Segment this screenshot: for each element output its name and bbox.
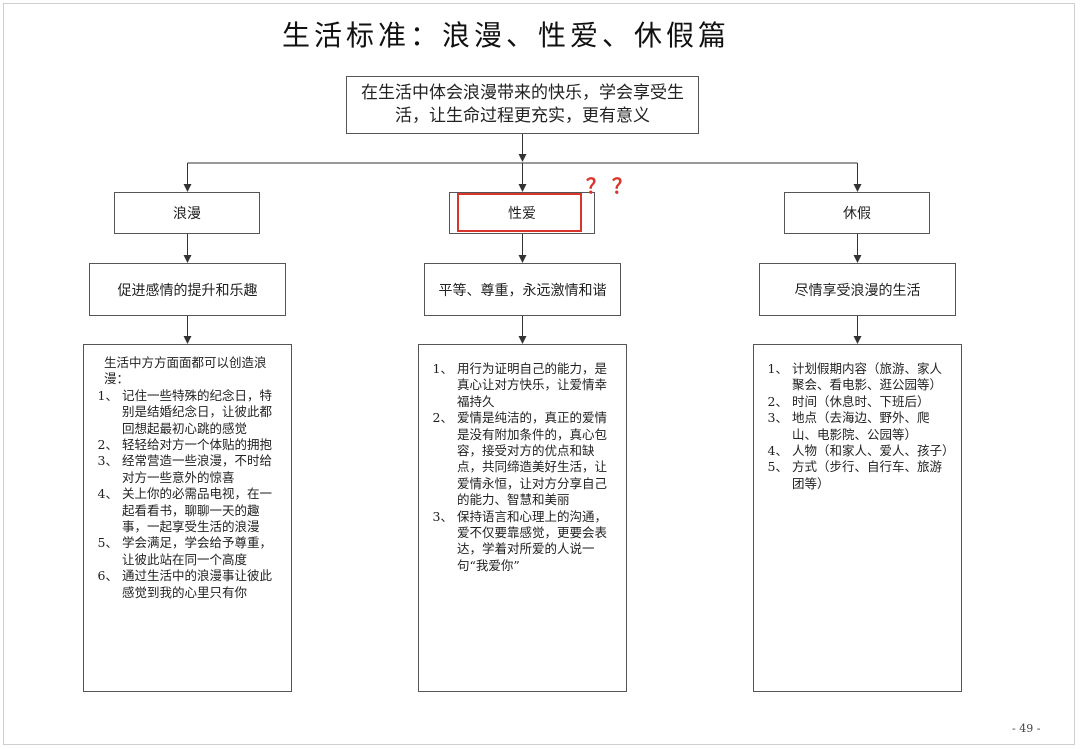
goal-box: 在生活中体会浪漫带来的快乐，学会享受生活，让生命过程更充实，更有意义 [346, 76, 699, 134]
list-item: 5、方式（步行、自行车、旅游团等） [766, 459, 951, 492]
list-item-text: 记住一些特殊的纪念日，特别是结婚纪念日，让彼此都回想起最初心跳的感觉 [122, 387, 273, 436]
branch-vacation-label: 休假 [843, 206, 871, 222]
branch-romance-intro: 生活中方方面面都可以创造浪漫： [104, 355, 267, 387]
branch-romance-detail-box: 生活中方方面面都可以创造浪漫： 1、记住一些特殊的纪念日，特别是结婚纪念日，让彼… [83, 344, 292, 692]
list-item-number: 5、 [97, 535, 118, 551]
list-item: 3、经常营造一些浪漫，不时给对方一些意外的惊喜 [96, 453, 281, 486]
list-item-text: 方式（步行、自行车、旅游团等） [792, 459, 943, 491]
list-item-text: 通过生活中的浪漫事让彼此感觉到我的心里只有你 [122, 568, 273, 600]
branch-vacation-detail-box: 1、计划假期内容（旅游、家人聚会、看电影、逛公园等）2、时间（休息时、下班后）3… [753, 344, 962, 692]
list-item-text: 学会满足，学会给予尊重，让彼此站在同一个高度 [122, 535, 273, 567]
list-item-number: 3、 [432, 508, 453, 524]
list-item: 6、通过生活中的浪漫事让彼此感觉到我的心里只有你 [96, 568, 281, 601]
list-item: 4、人物（和家人、爱人、孩子） [766, 443, 955, 459]
list-item-text: 地点（去海边、野外、爬山、电影院、公园等） [792, 410, 930, 442]
list-item: 3、保持语言和心理上的沟通，爱不仅要靠感觉，更要会表达，学着对所爱的人说一句“我… [431, 509, 616, 575]
list-item: 1、计划假期内容（旅游、家人聚会、看电影、逛公园等） [766, 361, 951, 394]
list-item: 2、时间（休息时、下班后） [766, 394, 951, 410]
branch-vacation-subtitle-box: 尽情享受浪漫的生活 [759, 263, 956, 316]
list-item-number: 1、 [97, 387, 118, 403]
list-item-number: 5、 [767, 459, 788, 475]
branch-vacation-list: 1、计划假期内容（旅游、家人聚会、看电影、逛公园等）2、时间（休息时、下班后）3… [766, 361, 955, 492]
page-number: - 49 - [1012, 722, 1041, 735]
question-marks-annotation: ？？ [586, 174, 638, 198]
list-item: 2、轻轻给对方一个体贴的拥抱 [96, 437, 281, 453]
branch-vacation-subtitle: 尽情享受浪漫的生活 [794, 282, 921, 299]
list-item-number: 3、 [767, 410, 788, 426]
list-item-number: 4、 [767, 443, 788, 459]
list-item-number: 3、 [97, 453, 118, 469]
list-item: 2、爱情是纯洁的，真正的爱情是没有附加条件的，真心包容，接受对方的优点和缺点，共… [431, 410, 616, 508]
page-title: 生活标准：浪漫、性爱、休假篇 [282, 19, 731, 52]
list-item-text: 计划假期内容（旅游、家人聚会、看电影、逛公园等） [792, 361, 943, 393]
branch-vacation-box: 休假 [784, 192, 930, 234]
list-item-number: 2、 [767, 393, 788, 409]
list-item-text: 经常营造一些浪漫，不时给对方一些意外的惊喜 [122, 453, 273, 485]
list-item: 5、学会满足，学会给予尊重，让彼此站在同一个高度 [96, 535, 281, 568]
list-item-number: 6、 [97, 568, 118, 584]
list-item: 4、关上你的必需品电视，在一起看看书，聊聊一天的趣事，一起享受生活的浪漫 [96, 486, 281, 535]
goal-text: 在生活中体会浪漫带来的快乐，学会享受生活，让生命过程更充实，更有意义 [361, 83, 684, 126]
list-item-text: 保持语言和心理上的沟通，爱不仅要靠感觉，更要会表达，学着对所爱的人说一句“我爱你… [457, 508, 608, 573]
list-item-text: 时间（休息时、下班后） [792, 393, 930, 409]
list-item-number: 1、 [432, 361, 453, 376]
branch-sex-box: 性爱 [449, 192, 595, 234]
branch-sex-subtitle: 平等、尊重，永远激情和谐 [438, 282, 607, 299]
list-item-number: 1、 [767, 361, 788, 376]
branch-romance-subtitle-box: 促进感情的提升和乐趣 [89, 263, 286, 316]
highlight-frame [457, 193, 582, 232]
list-item-text: 人物（和家人、爱人、孩子） [792, 443, 955, 459]
branch-sex-label: 性爱 [508, 206, 536, 222]
list-item-text: 关上你的必需品电视，在一起看看书，聊聊一天的趣事，一起享受生活的浪漫 [122, 486, 273, 535]
branch-sex-subtitle-box: 平等、尊重，永远激情和谐 [424, 263, 621, 316]
list-item-text: 用行为证明自己的能力，是真心让对方快乐，让爱情幸福持久 [457, 361, 608, 409]
list-item: 3、地点（去海边、野外、爬山、电影院、公园等） [766, 410, 951, 443]
page-frame [3, 3, 1075, 745]
list-item: 1、用行为证明自己的能力，是真心让对方快乐，让爱情幸福持久 [431, 361, 616, 410]
branch-romance-box: 浪漫 [114, 192, 260, 234]
list-item: 1、记住一些特殊的纪念日，特别是结婚纪念日，让彼此都回想起最初心跳的感觉 [96, 388, 281, 437]
list-item-text: 爱情是纯洁的，真正的爱情是没有附加条件的，真心包容，接受对方的优点和缺点，共同缔… [457, 410, 608, 508]
branch-romance-label: 浪漫 [173, 206, 201, 222]
list-item-text: 轻轻给对方一个体贴的拥抱 [122, 437, 273, 453]
branch-romance-subtitle: 促进感情的提升和乐趣 [117, 282, 258, 299]
list-item-number: 2、 [97, 437, 118, 453]
list-item-number: 2、 [432, 410, 453, 426]
list-item-number: 4、 [97, 486, 118, 502]
